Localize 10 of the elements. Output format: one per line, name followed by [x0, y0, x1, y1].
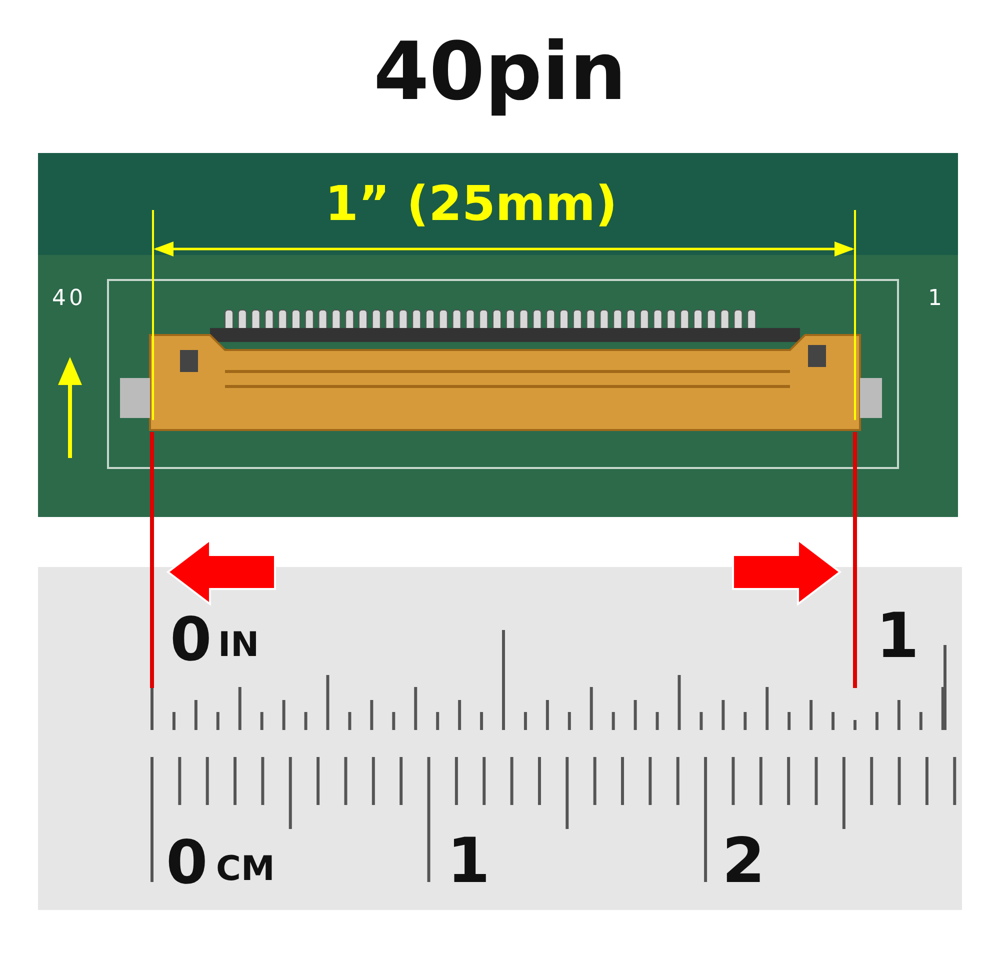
pin-number: 40 [52, 288, 86, 310]
scale-number: 2 [722, 830, 766, 892]
dimension-label: 1” (25mm) [325, 180, 618, 228]
scale-number: 1 [447, 830, 490, 892]
unit-label: CM [216, 852, 275, 886]
scale-number: 0 [170, 610, 212, 670]
pin-number: 1 [928, 288, 942, 310]
unit-label: IN [218, 628, 260, 662]
scale-number: 1 [876, 605, 920, 667]
scale-number: 0 [166, 833, 208, 893]
